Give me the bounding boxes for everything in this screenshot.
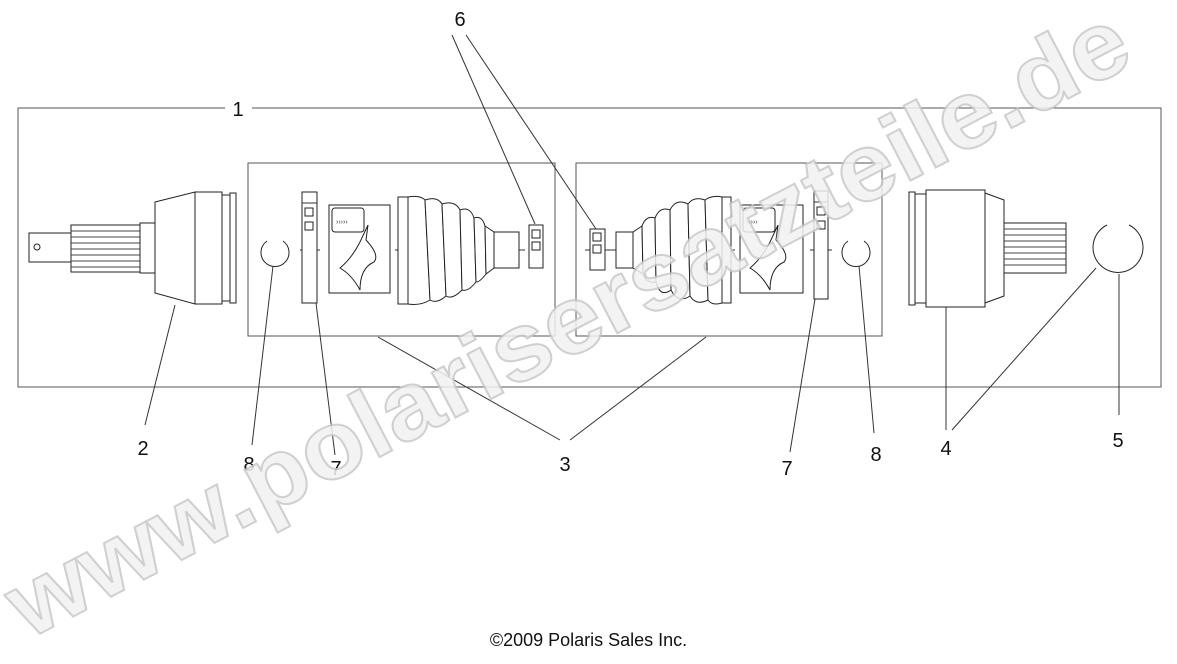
cv-boot-left[interactable] (397, 195, 520, 305)
callout-7-right: 7 (781, 458, 792, 480)
cv-boot-right[interactable] (615, 195, 732, 305)
circlip-left[interactable] (260, 240, 290, 267)
large-clamp-left[interactable] (301, 191, 318, 304)
boot-clamp-left[interactable] (528, 224, 544, 269)
grease-pack-right[interactable]: ››››› (739, 204, 804, 294)
callout-4: 4 (940, 438, 951, 460)
boot-clamp-right[interactable] (589, 228, 606, 271)
callout-1: 1 (232, 99, 243, 121)
leader-lines (144, 34, 1120, 456)
retaining-ring[interactable] (1092, 224, 1144, 273)
boot-kit-box-left (247, 162, 556, 337)
callout-8-right: 8 (870, 444, 881, 466)
callout-2: 2 (137, 438, 148, 460)
callout-7-left: 7 (330, 458, 341, 480)
svg-text:›››››: ››››› (746, 219, 758, 226)
boot-kit-box-right (575, 162, 883, 337)
watermark: www.polarisersatzteile.de (0, 0, 1147, 660)
callout-8-left: 8 (243, 454, 254, 476)
svg-text:›››››: ››››› (336, 219, 348, 226)
outer-cv-joint[interactable] (28, 191, 237, 305)
assembly-box (17, 107, 1162, 388)
callout-6: 6 (454, 9, 465, 31)
inner-cv-joint[interactable] (908, 189, 1067, 308)
large-clamp-right[interactable] (813, 190, 829, 300)
grease-pack-left[interactable]: ››››› (328, 204, 391, 294)
circlip-right[interactable] (841, 240, 871, 267)
callout-3: 3 (559, 454, 570, 476)
copyright-text: ©2009 Polaris Sales Inc. (489, 630, 688, 650)
callout-5: 5 (1112, 430, 1123, 452)
